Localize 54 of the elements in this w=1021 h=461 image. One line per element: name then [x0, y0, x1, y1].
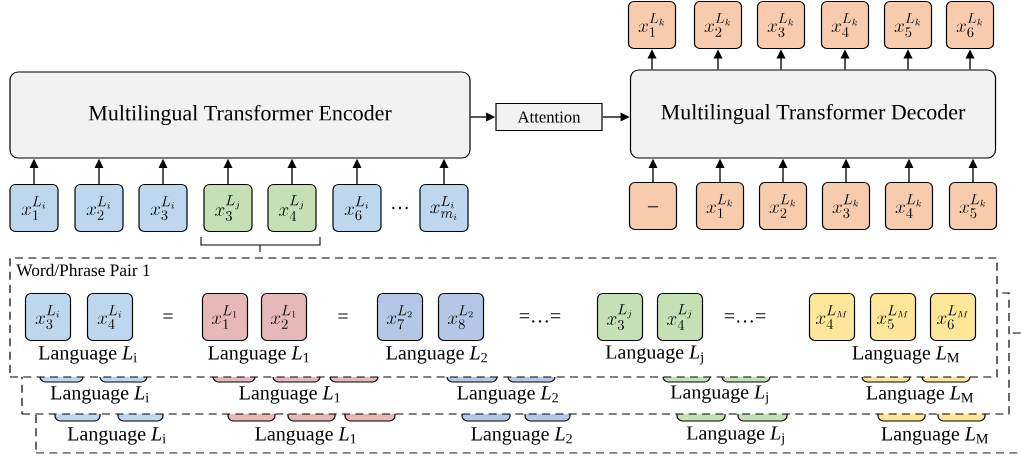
token-box: $x_2^{L_k}$ [693, 0, 743, 50]
token-box: $x_3^{L_k}$ [821, 181, 871, 231]
language-label: Language L$_{M}$ [852, 346, 959, 364]
language-label: Language L$_{j}$ [670, 385, 768, 405]
token-box: $x_7^{L_2}$ [376, 292, 424, 342]
language-label: Language L$_{j}$ [605, 345, 703, 365]
token-box: $x_4^{L_j}$ [656, 292, 704, 342]
token-box: $x_2^{L_k}$ [758, 181, 808, 231]
token-box: $x_3^{L_j}$ [596, 292, 644, 342]
encoder-box: Multilingual Transformer Encoder [9, 71, 471, 159]
token-box: $x_3^{L_i}$ [138, 183, 188, 233]
token-box: $x_1^{L_i}$ [9, 183, 59, 233]
token-box: $x_2^{L_1}$ [260, 292, 308, 342]
token-box: $x_8^{L_2}$ [437, 292, 485, 342]
language-label: Language L$_{M}$ [881, 427, 988, 445]
language-label: Language L$_{i}$ [67, 427, 166, 445]
token-box: $x_4^{L_k}$ [884, 181, 934, 231]
token-box: $x_{m_i}^{L_i}$ [419, 183, 469, 233]
token-box: $x_3^{L_i}$ [24, 292, 72, 342]
equals-sign: = [338, 313, 348, 319]
language-label: Language L$_{1}$ [255, 427, 356, 445]
language-label: Language L$_{2}$ [386, 346, 487, 364]
language-label: Language L$_{2}$ [457, 386, 558, 404]
token-box: $x_6^{L_k}$ [945, 0, 995, 50]
token-box: $x_5^{L_k}$ [883, 0, 933, 50]
equals-sign: =…= [724, 313, 766, 323]
token-box: $x_2^{L_i}$ [74, 183, 124, 233]
token-box: $x_4^{L_k}$ [820, 0, 870, 50]
language-label: Language L$_{1}$ [208, 346, 309, 364]
token-box: $x_4^{L_M}$ [808, 292, 856, 342]
language-label: Language L$_{2}$ [471, 427, 572, 445]
token-box: $x_4^{L_i}$ [86, 292, 134, 342]
token-box: $x_6^{L_M}$ [929, 292, 977, 342]
language-label: Language L$_{i}$ [38, 346, 137, 364]
token-box: $x_3^{L_j}$ [203, 183, 253, 233]
language-label: Language L$_{1}$ [239, 386, 340, 404]
token-box: $x_5^{L_k}$ [948, 181, 998, 231]
equals-sign: =…= [519, 313, 561, 323]
language-label: Language L$_{M}$ [866, 386, 973, 404]
token-box: $x_3^{L_k}$ [756, 0, 806, 50]
token-box: $x_1^{L_k}$ [695, 181, 745, 231]
attention-box: Attention [495, 102, 603, 132]
token-box: $x_1^{L_k}$ [627, 0, 677, 50]
decoder-box: Multilingual Transformer Decoder [629, 69, 997, 159]
token-box: _ [628, 181, 678, 231]
token-box: $x_1^{L_1}$ [201, 292, 249, 342]
language-label: Language L$_{j}$ [686, 426, 784, 446]
token-box: $x_5^{L_M}$ [869, 292, 917, 342]
ellipsis: … [392, 206, 408, 210]
token-box: $x_4^{L_j}$ [267, 183, 317, 233]
language-label: Language L$_{i}$ [50, 386, 149, 404]
equals-sign: = [163, 313, 173, 319]
group-heading: Word/Phrase Pair 1 [16, 263, 150, 277]
token-box: $x_6^{L_i}$ [332, 183, 382, 233]
